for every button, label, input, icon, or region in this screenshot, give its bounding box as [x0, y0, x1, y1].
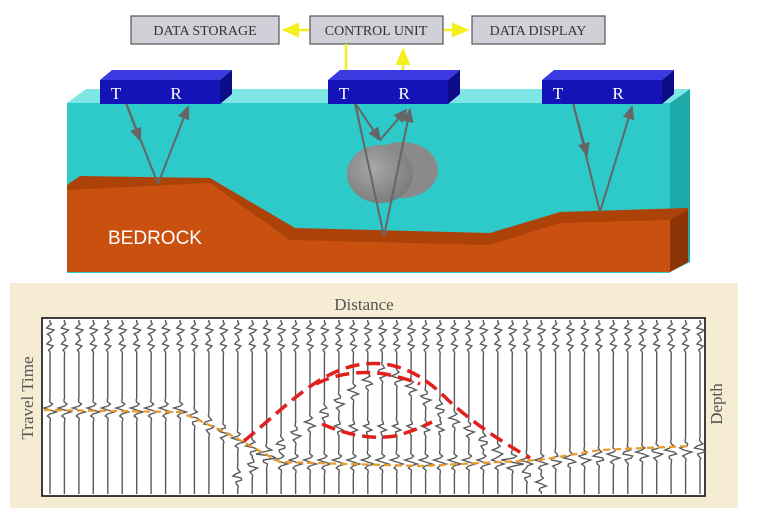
seismic-trace [142, 319, 160, 494]
seismic-trace [330, 319, 348, 494]
seismic-trace [315, 320, 334, 494]
seismic-trace [255, 319, 279, 494]
seismic-trace [99, 319, 117, 494]
data-storage-box: DATA STORAGE [130, 15, 280, 45]
seismic-trace [229, 319, 247, 494]
seismic-trace [216, 319, 232, 494]
seismic-trace [561, 319, 578, 494]
seismic-trace [55, 320, 74, 494]
seismic-trace [650, 319, 665, 494]
bedrock-label: BEDROCK [108, 228, 202, 249]
seismic-trace [359, 319, 377, 494]
seismic-trace [272, 319, 290, 494]
control-arrows [281, 22, 470, 72]
seismic-trace [243, 319, 260, 494]
buried-object [347, 142, 438, 203]
control-unit-label: CONTROL UNIT [325, 24, 428, 39]
seismic-trace [501, 319, 524, 494]
transducer-center-receiver: R [388, 70, 460, 104]
transducer-letter: R [398, 84, 410, 103]
seismic-trace [84, 319, 102, 494]
seismic-trace [70, 319, 88, 494]
seismic-trace [445, 320, 464, 494]
bedrock-layer: BEDROCK [67, 176, 688, 272]
seismic-trace [489, 319, 507, 494]
seismic-trace [692, 319, 706, 494]
seismic-trace [662, 319, 679, 494]
seismic-trace [577, 320, 593, 494]
data-storage-label: DATA STORAGE [153, 24, 256, 39]
seismic-trace [460, 319, 478, 494]
transducer-right-receiver: R [602, 70, 674, 104]
depth-label: Depth [707, 383, 726, 425]
ray-paths [125, 102, 635, 237]
seismic-trace [286, 319, 305, 494]
seismic-trace [677, 319, 695, 494]
transducer-letter: R [170, 84, 182, 103]
seismic-trace [532, 319, 550, 495]
transducer-left-receiver: R [160, 70, 232, 104]
seismic-trace [171, 319, 189, 494]
data-display-label: DATA DISPLAY [490, 24, 587, 39]
transducer-right-transmitter: T [542, 70, 614, 104]
seismic-trace [186, 320, 202, 494]
seismic-trace [633, 319, 651, 494]
object-bottom-line [321, 420, 433, 440]
seismic-trace [202, 319, 215, 494]
control-unit-box: CONTROL UNIT [309, 15, 444, 45]
seismic-trace [518, 319, 535, 494]
object-top-line [315, 370, 421, 386]
seismic-trace [113, 319, 131, 494]
data-display-box: DATA DISPLAY [471, 15, 606, 45]
distance-label: Distance [334, 295, 393, 314]
seismic-trace [621, 319, 634, 494]
seismic-trace [41, 319, 59, 494]
transducer-letter: R [612, 84, 624, 103]
seismic-trace [474, 319, 492, 494]
transducer-letter: T [339, 84, 350, 103]
seismic-trace [402, 319, 420, 494]
seismic-trace [604, 319, 623, 494]
seismic-trace [550, 319, 563, 494]
seismic-panel: Distance Travel Time Depth [10, 283, 738, 508]
seismic-trace [156, 319, 175, 494]
transducer-letter: T [553, 84, 564, 103]
transducer-letter: T [111, 84, 122, 103]
travel-time-label: Travel Time [18, 357, 37, 440]
seismic-trace [301, 319, 319, 494]
object-hyperbola-line [242, 361, 531, 460]
bedrock-reflector-line [43, 408, 691, 468]
seismic-trace [128, 319, 146, 494]
seismic-trace [591, 319, 605, 494]
